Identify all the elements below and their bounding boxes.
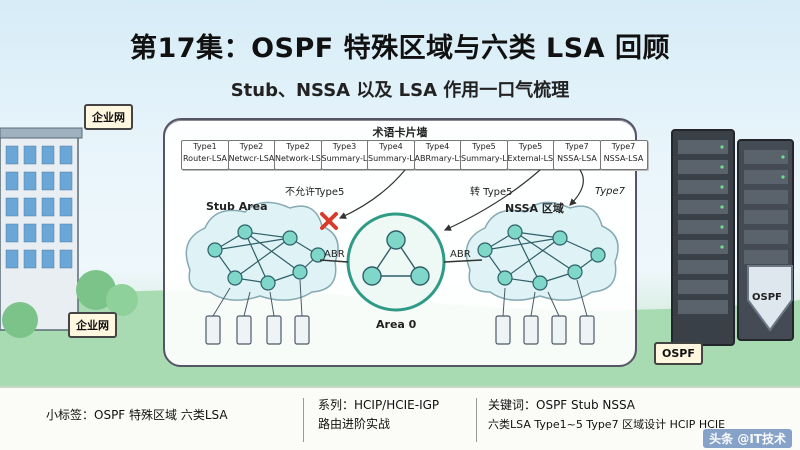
bottom-keywords: 关键词：OSPF Stub NSSA 六类LSA Type1~5 Type7 区… bbox=[488, 396, 725, 434]
lsa-card-type: Type7 bbox=[611, 142, 636, 151]
label-stub-area: Stub Area bbox=[206, 200, 268, 213]
lsa-card-name: Summary-LSA bbox=[461, 154, 507, 163]
lsa-card-type: Type3 bbox=[332, 142, 357, 151]
bottom-divider-2 bbox=[476, 398, 477, 442]
lsa-card-name: Summary-LSA bbox=[321, 154, 368, 163]
lsa-card-type: Type4 bbox=[379, 142, 403, 151]
server-rack-illustration bbox=[671, 129, 794, 346]
bottom-info-bar: 小标签：OSPF 特殊区域 六类LSA 系列：HCIP/HCIE-IGP 路由进… bbox=[0, 386, 800, 450]
label-not-allowed-type5: 不允许Type5 bbox=[285, 187, 345, 198]
area0-ring bbox=[346, 212, 446, 312]
area0-router-nodes bbox=[362, 230, 430, 286]
bottom-keywords-line2: 六类LSA Type1~5 Type7 区域设计 HCIP HCIE bbox=[488, 418, 726, 431]
lsa-card-name: External-LSA bbox=[507, 154, 554, 163]
lsa-card-name: Netwcr-LSA bbox=[228, 154, 275, 163]
blocked-x-icon bbox=[320, 212, 338, 230]
bottom-keywords-line1: 关键词：OSPF Stub NSSA bbox=[488, 398, 636, 412]
nssa-end-devices bbox=[495, 315, 595, 345]
bottom-divider-1 bbox=[303, 398, 304, 442]
lsa-card-type: Type2 bbox=[286, 142, 310, 151]
bottom-series: 系列：HCIP/HCIE-IGP 路由进阶实战 bbox=[318, 396, 439, 434]
lsa-card-name: Router-LSA bbox=[182, 154, 228, 163]
label-abr-left: ABR bbox=[324, 249, 345, 260]
lsa-card-type: Type5 bbox=[518, 142, 543, 151]
page-subtitle: Stub、NSSA 以及 LSA 作用一口气梳理 bbox=[230, 80, 570, 101]
lsa-card-name: NSSA-LSA bbox=[557, 154, 597, 163]
watermark: 头条 @IT技术 bbox=[703, 429, 792, 448]
type5-convert-arrow bbox=[443, 169, 541, 231]
bottom-series-line2: 路由进阶实战 bbox=[318, 417, 391, 431]
sign-ospf: OSPF bbox=[654, 342, 703, 365]
lsa-card-name: ABRmary-LSA bbox=[414, 154, 461, 163]
shield-icon bbox=[747, 265, 793, 332]
lsa-card-name: NSSA-LSA bbox=[603, 154, 644, 163]
label-abr-right: ABR bbox=[450, 249, 471, 260]
card-wall-title: 术语卡片墙 bbox=[372, 126, 428, 139]
sign-enterprise-bottom: 企业网 bbox=[68, 312, 117, 338]
type5-blocked-arrow bbox=[338, 169, 406, 219]
lsa-card-name: Network-LSA bbox=[275, 154, 321, 163]
label-nssa-area: NSSA 区域 bbox=[505, 202, 564, 215]
lsa-card-name: Summary-LSA bbox=[368, 154, 414, 163]
lsa-card-type: Type4 bbox=[425, 142, 450, 151]
label-area0: Area 0 bbox=[376, 318, 417, 331]
page-title: 第17集：OSPF 特殊区域与六类 LSA 回顾 bbox=[130, 33, 670, 64]
abr-link-left bbox=[319, 259, 349, 263]
stub-end-devices bbox=[205, 315, 310, 345]
bottom-series-line1: 系列：HCIP/HCIE-IGP bbox=[318, 398, 440, 412]
label-convert-type5: 转 Type5 bbox=[470, 187, 513, 198]
lsa-card-type: Type5 bbox=[472, 142, 496, 151]
lsa-card-type: Type2 bbox=[239, 142, 264, 151]
sign-enterprise-top: 企业网 bbox=[84, 104, 133, 130]
nssa-router-nodes bbox=[477, 224, 606, 291]
office-building-illustration bbox=[0, 127, 138, 338]
abr-link-right bbox=[443, 259, 483, 263]
stub-router-nodes bbox=[207, 224, 326, 291]
label-type7: Type7 bbox=[595, 186, 626, 197]
shield-label: OSPF bbox=[752, 292, 782, 303]
lsa-card-type: Type1 bbox=[193, 142, 217, 151]
bottom-tag: 小标签：OSPF 特殊区域 六类LSA bbox=[46, 408, 228, 422]
type7-arrow bbox=[569, 169, 584, 206]
device-uplinks bbox=[212, 279, 588, 317]
lsa-card-type: Type7 bbox=[565, 142, 589, 151]
